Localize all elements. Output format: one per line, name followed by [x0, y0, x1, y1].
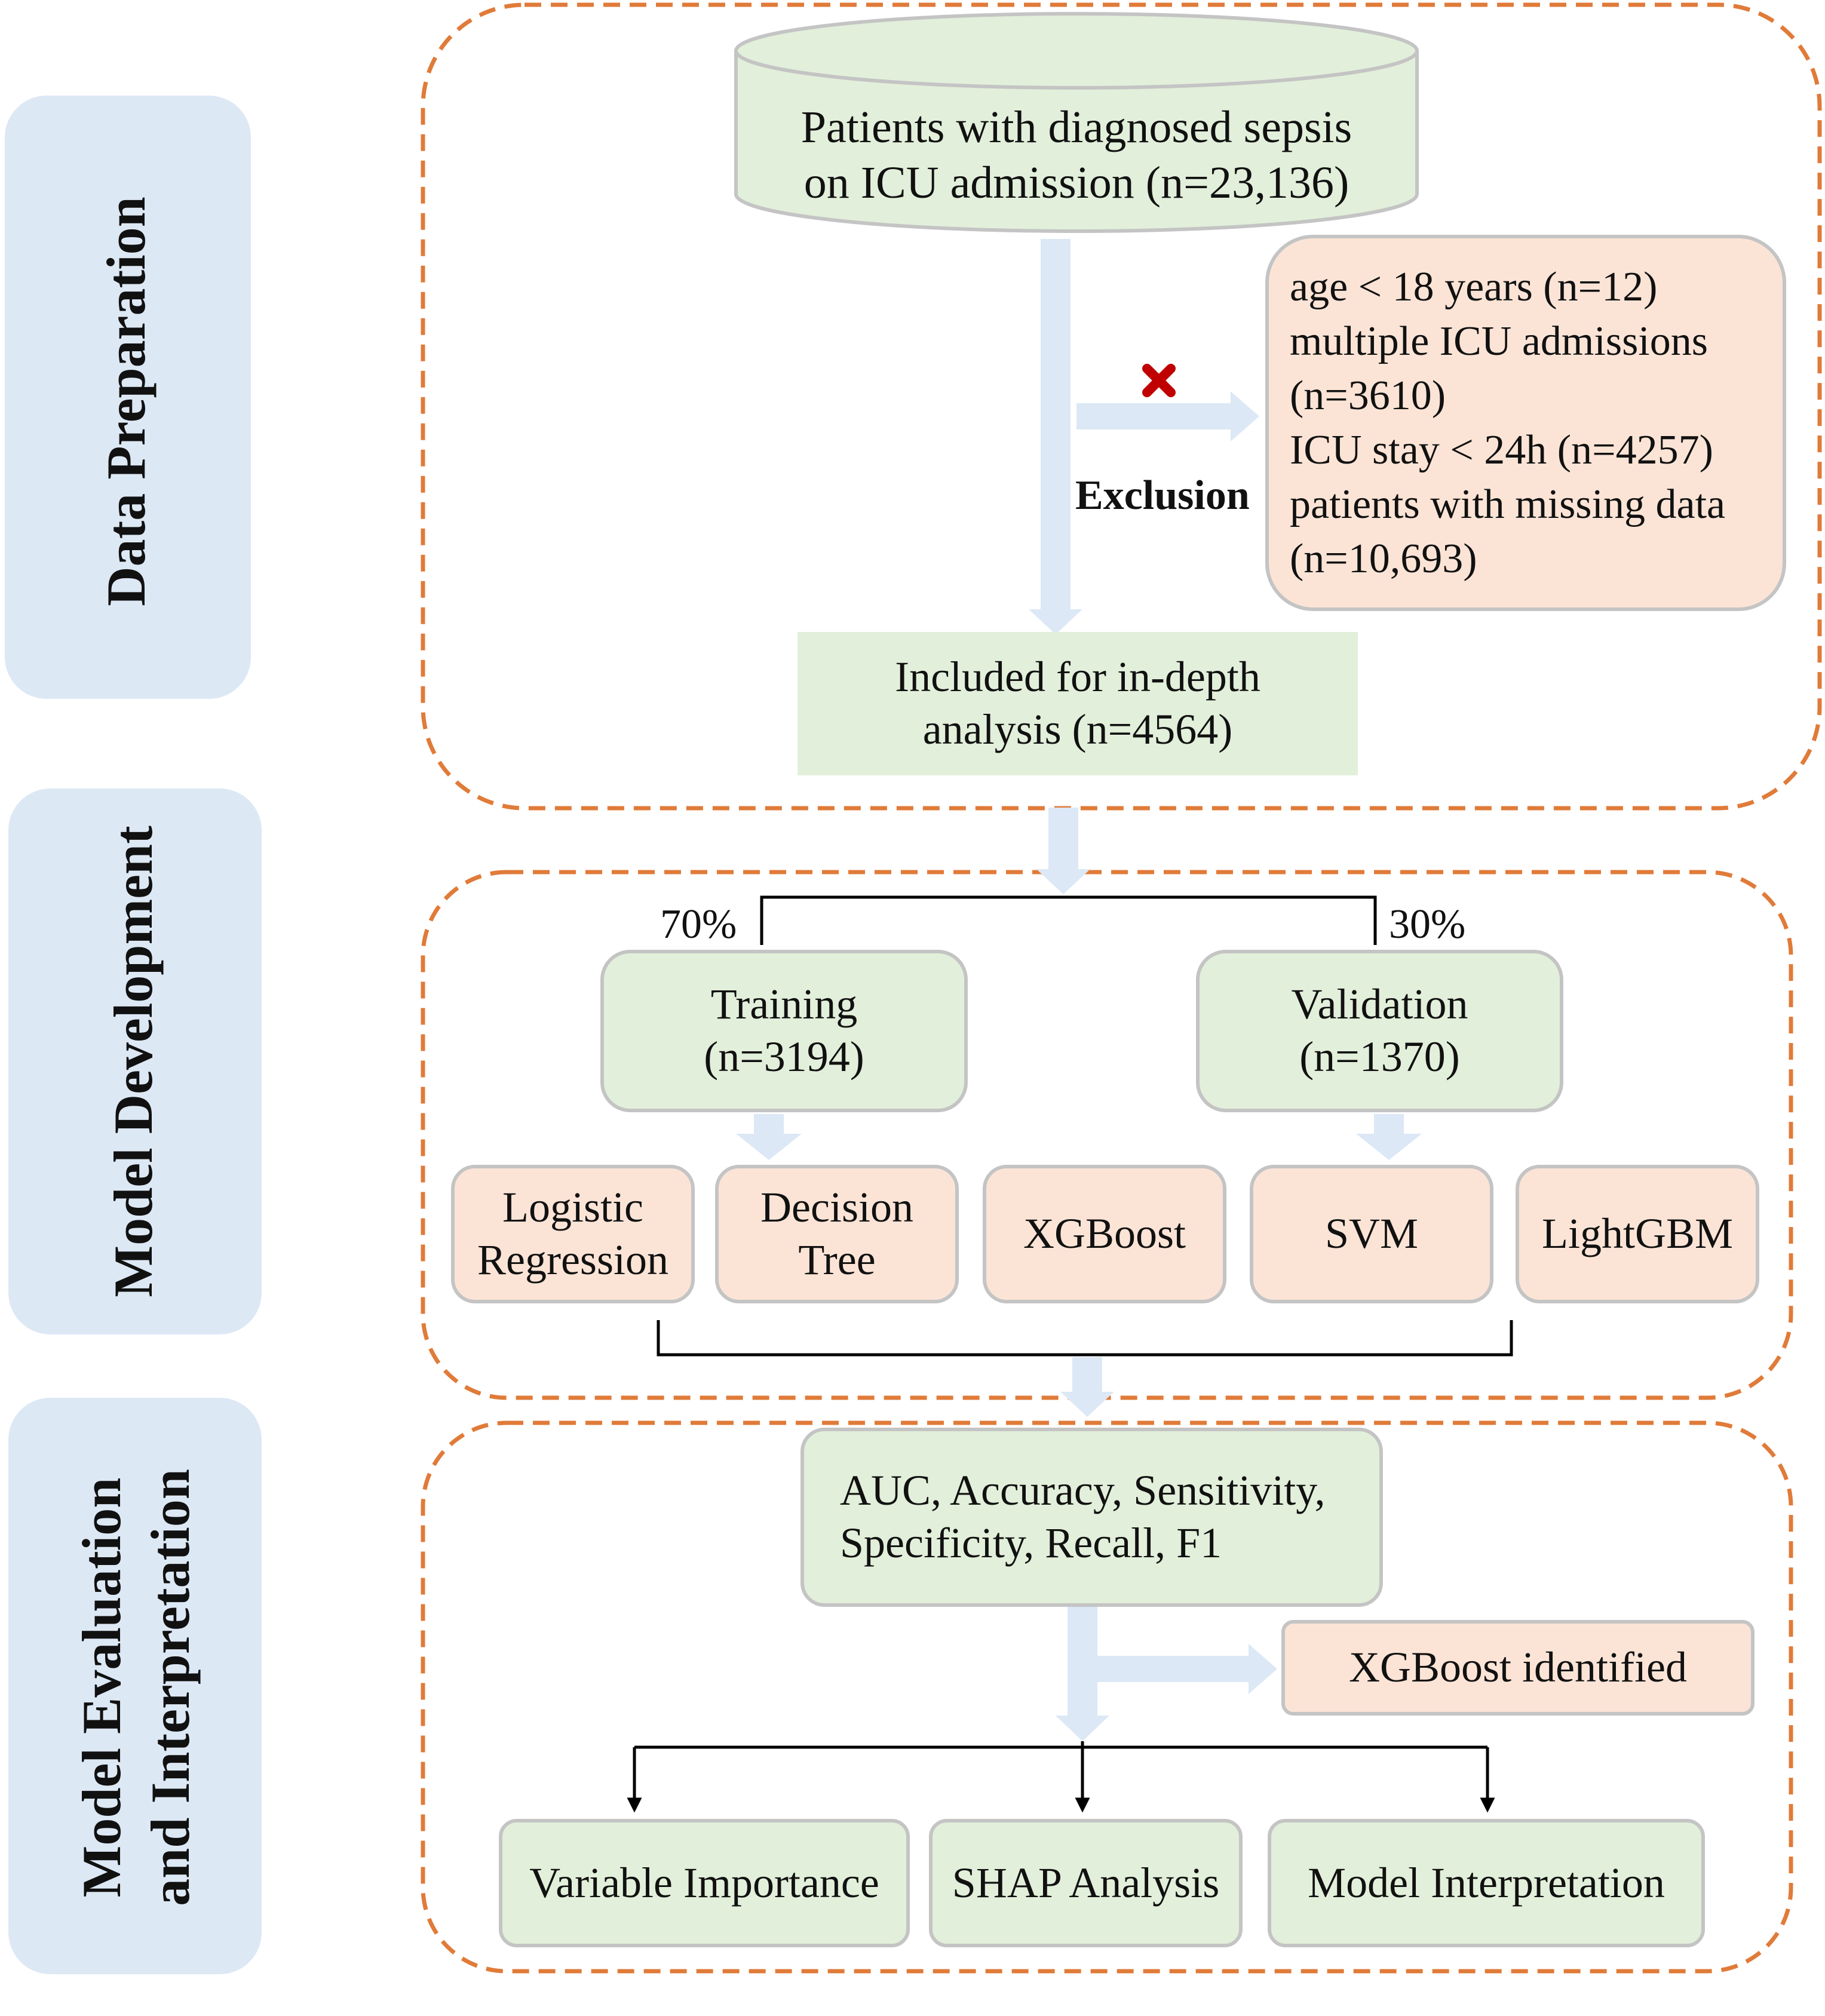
side-panel-data-preparation	[5, 96, 251, 699]
split-bracket	[760, 895, 1377, 945]
included-analysis-box: Included for in-depth analysis (n=4564)	[798, 632, 1358, 775]
side-panel-model-development	[8, 788, 262, 1334]
split-validation-percent: 30%	[1389, 901, 1466, 947]
flow-arrow-to-development	[1036, 808, 1090, 894]
flow-arrow-training-to-models	[736, 1114, 802, 1160]
output-shap-analysis: SHAP Analysis	[929, 1819, 1243, 1947]
flow-arrow-to-best-model	[1097, 1644, 1277, 1694]
best-model-box: XGBoost identified	[1281, 1620, 1755, 1716]
flow-arrow-metrics-down	[1056, 1607, 1109, 1741]
side-panel-model-evaluation	[8, 1398, 262, 1974]
model-svm: SVM	[1250, 1165, 1493, 1303]
flow-arrow-validation-to-models	[1356, 1114, 1422, 1160]
section-border-data-preparation	[421, 2, 1822, 811]
exclusion-label: Exclusion	[1075, 472, 1250, 518]
split-training-percent: 70%	[660, 901, 737, 947]
model-lightgbm: LightGBM	[1516, 1165, 1759, 1303]
evaluation-metrics-box: AUC, Accuracy, Sensitivity, Specificity,…	[800, 1428, 1383, 1607]
output-model-interpretation: Model Interpretation	[1268, 1819, 1705, 1947]
source-patients-box: Patients with diagnosed sepsis on ICU ad…	[800, 102, 1352, 208]
flow-arrow-source-to-included	[1029, 239, 1082, 634]
output-variable-importance: Variable Importance	[499, 1819, 910, 1947]
models-bracket	[657, 1320, 1513, 1357]
model-logistic-regression: Logistic Regression	[451, 1165, 695, 1303]
model-decision-tree: Decision Tree	[715, 1165, 959, 1303]
database-cylinder-icon	[734, 12, 1419, 233]
section-border-model-evaluation	[421, 1420, 1793, 1974]
flow-arrow-exclusion	[1076, 391, 1259, 441]
flow-arrow-to-evaluation	[1060, 1357, 1114, 1417]
validation-set-box: Validation (n=1370)	[1196, 950, 1563, 1112]
exclusion-criteria-box: age < 18 years (n=12) multiple ICU admis…	[1265, 235, 1786, 611]
model-xgboost: XGBoost	[983, 1165, 1226, 1303]
training-set-box: Training (n=3194)	[600, 950, 968, 1112]
exclusion-x-icon	[1142, 364, 1176, 397]
